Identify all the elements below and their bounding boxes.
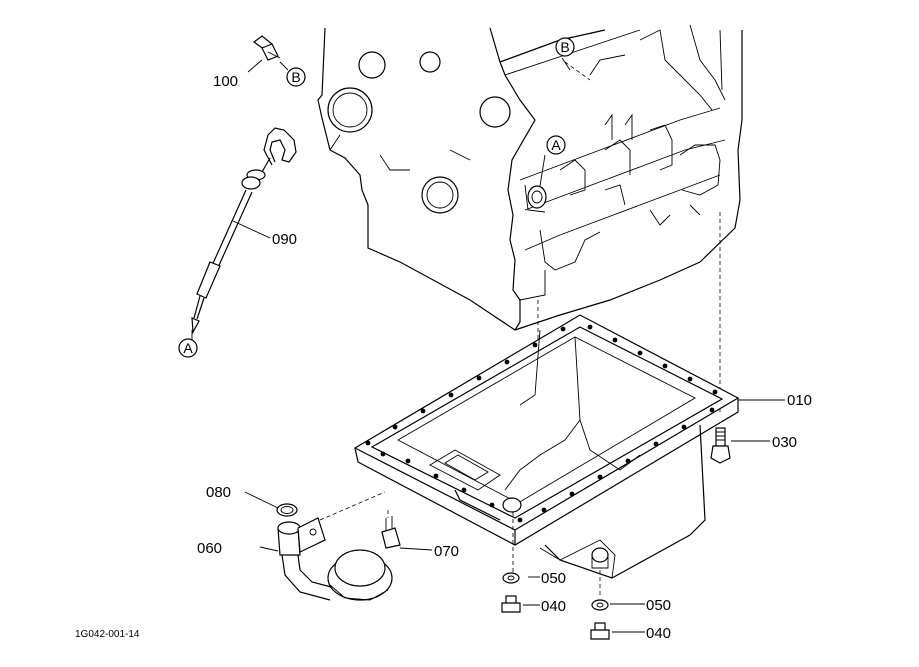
svg-text:B: B <box>560 39 569 55</box>
gasket-bolt-holes <box>365 324 718 523</box>
bolt-070 <box>381 510 401 549</box>
oil-pan <box>353 314 740 598</box>
part-label-100: 100 <box>213 73 238 90</box>
oil-strainer <box>276 491 393 601</box>
part-label-090: 090 <box>272 231 297 248</box>
engine-block <box>317 24 743 420</box>
plug-100 <box>252 35 281 61</box>
part-label-010: 010 <box>787 392 812 409</box>
figure-code: 1G042-001-14 <box>75 629 140 640</box>
part-label-060: 060 <box>197 540 222 557</box>
callout-b-top: B <box>555 37 575 57</box>
part-label-070: 070 <box>434 543 459 560</box>
svg-text:A: A <box>183 340 193 356</box>
callout-a-top: A <box>546 135 566 155</box>
svg-text:B: B <box>291 69 300 85</box>
drain-plug-lower-left <box>501 572 521 613</box>
callout-b-side: B <box>286 67 306 87</box>
leader-lines <box>191 57 785 633</box>
part-label-080: 080 <box>206 484 231 501</box>
part-label-040-left: 040 <box>541 598 566 615</box>
svg-text:A: A <box>551 137 561 153</box>
part-label-040-right: 040 <box>646 625 671 642</box>
drain-plug-lower-right <box>590 599 610 640</box>
bolt-030 <box>710 427 731 464</box>
part-label-030: 030 <box>772 434 797 451</box>
dipstick <box>191 127 297 340</box>
part-label-050-right: 050 <box>646 597 671 614</box>
part-label-050-left: 050 <box>541 570 566 587</box>
callout-a-bottom: A <box>178 338 198 358</box>
